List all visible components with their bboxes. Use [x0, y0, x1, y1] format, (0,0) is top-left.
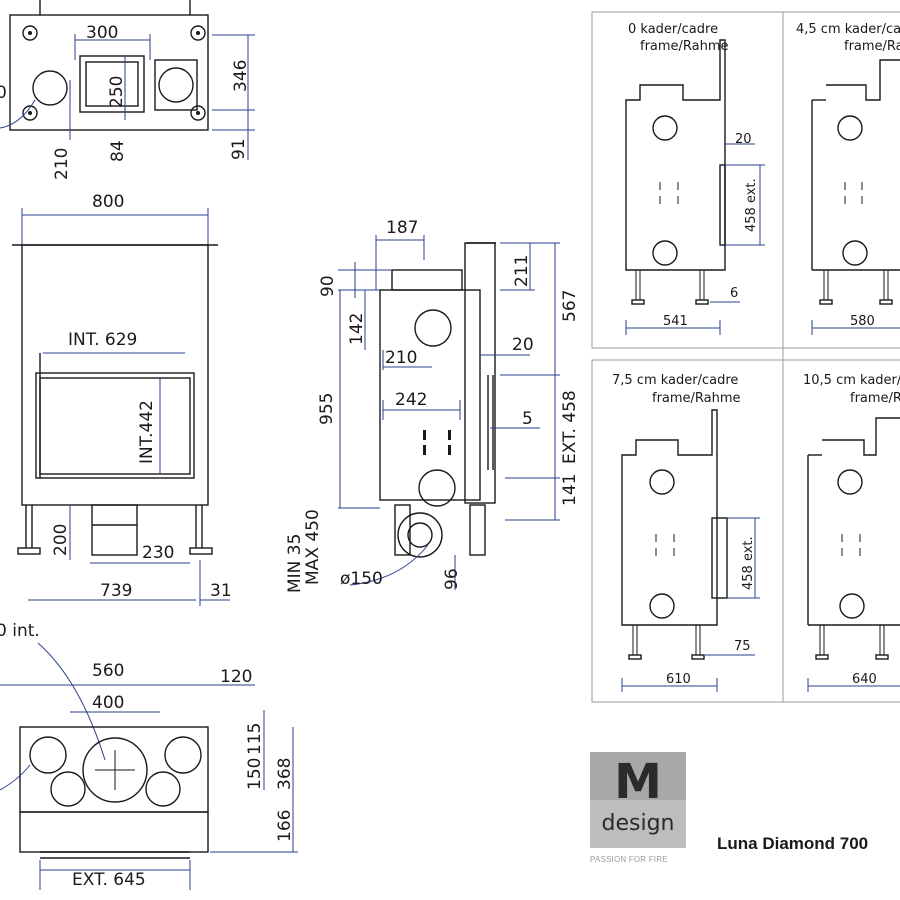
dim-5: 5 [522, 409, 533, 429]
dim-0: 0 [0, 83, 7, 103]
top-view: 300 250 346 210 84 91 0 [0, 0, 255, 180]
dim-115: 115 [245, 723, 265, 755]
frame-0-dim-458: 458 ext. [744, 178, 759, 232]
dim-141: 141 [560, 474, 580, 506]
frame-2-title-line1: 7,5 cm kader/cadre [612, 373, 738, 388]
dim-int-629: INT. 629 [68, 330, 137, 350]
brand-tagline: PASSION FOR FIRE [590, 855, 668, 864]
dim-187: 187 [386, 218, 418, 238]
dim-567: 567 [560, 290, 580, 322]
front-view: 800 INT. 629 INT.442 200 230 739 31 0 in… [0, 192, 232, 641]
frame-0-width: 541 [663, 314, 688, 329]
dim-max-450: MAX 450 [303, 509, 323, 585]
frame-1-title-line2: frame/Ra [844, 39, 900, 54]
dim-955: 955 [317, 393, 337, 425]
frame-0-title-line1: 0 kader/cadre [628, 22, 718, 37]
frame-2-dim-458: 458 ext. [741, 536, 756, 590]
dim-ext-458: EXT. 458 [560, 390, 580, 464]
dim-242: 242 [395, 390, 427, 410]
dim-368: 368 [275, 758, 295, 790]
dim-96: 96 [442, 568, 462, 590]
frame-panel-1: 4,5 cm kader/cad frame/Ra 580 [796, 22, 900, 335]
dim-230: 230 [142, 543, 174, 563]
dim-91: 91 [229, 138, 249, 160]
bottom-view: 560 120 400 115 150 368 166 EXT. 645 [0, 642, 298, 890]
front-view-outline [21, 244, 209, 506]
side-view-body [379, 289, 481, 501]
frame-panel-0: 0 kader/cadre frame/Rahme 20 458 ext. [625, 22, 765, 335]
frame-2-dim-75: 75 [734, 639, 751, 654]
dim-400: 400 [92, 693, 124, 713]
logo-word: design [602, 811, 675, 836]
dim-800: 800 [92, 192, 124, 212]
frame-0-dim-20: 20 [735, 132, 752, 147]
frame-panel-2: 7,5 cm kader/cadre frame/Rahme 458 ext. … [612, 373, 760, 692]
frame-panel-3: 10,5 cm kader/ca frame/R 640 [803, 373, 900, 692]
dim-84: 84 [108, 140, 128, 162]
top-view-outline [9, 14, 209, 131]
main-flue-circle [82, 737, 148, 803]
frame-0-title-line2: frame/Rahme [640, 39, 729, 54]
dim-20: 20 [512, 335, 534, 355]
dim-150: 150 [245, 758, 265, 790]
frame-panels: 0 kader/cadre frame/Rahme 20 458 ext. [591, 11, 900, 703]
dim-300: 300 [86, 23, 118, 43]
dim-120: 120 [220, 667, 252, 687]
ash-pan [91, 504, 138, 556]
dim-142: 142 [347, 313, 367, 345]
frame-3-title-line1: 10,5 cm kader/ca [803, 373, 900, 388]
dim-ext-645: EXT. 645 [72, 870, 146, 890]
frame-2-title-line2: frame/Rahme [652, 391, 741, 406]
side-view: 187 [285, 218, 580, 593]
flue-opening [32, 70, 68, 106]
frame-1-title-line1: 4,5 cm kader/cad [796, 22, 900, 37]
glass-door [35, 372, 195, 479]
dim-210: 210 [52, 148, 72, 180]
dim-min-35: MIN 35 [285, 534, 305, 593]
dim-int-442: INT.442 [137, 400, 157, 464]
frame-3-title-line2: frame/R [850, 391, 900, 406]
brand-block: M design PASSION FOR FIRE Luna Diamond 7… [590, 752, 868, 864]
dim-166: 166 [275, 810, 295, 842]
dim-o150: ø150 [340, 569, 383, 589]
m-design-logo: M design [590, 752, 686, 848]
dim-250: 250 [107, 76, 127, 108]
dim-31: 31 [210, 581, 232, 601]
dim-346: 346 [231, 60, 251, 92]
frame-3-width: 640 [852, 672, 877, 687]
dim-200: 200 [51, 524, 71, 556]
product-title: Luna Diamond 700 [717, 834, 868, 853]
frame-1-width: 580 [850, 314, 875, 329]
dim-210-side: 210 [385, 348, 417, 368]
logo-letter: M [614, 754, 662, 810]
frame-2-width: 610 [666, 672, 691, 687]
dim-739: 739 [100, 581, 132, 601]
dim-560: 560 [92, 661, 124, 681]
frame-0-dim-6: 6 [730, 286, 738, 301]
dim-211: 211 [512, 255, 532, 287]
dim-90: 90 [318, 275, 338, 297]
note-int: 0 int. [0, 621, 40, 641]
